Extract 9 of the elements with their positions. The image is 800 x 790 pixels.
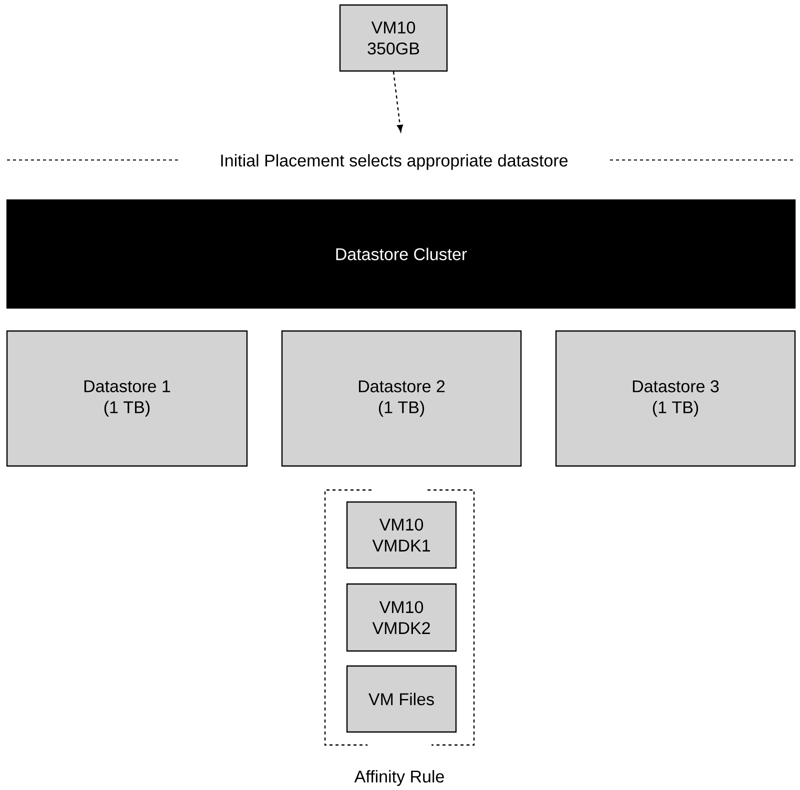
datastore-box: Datastore 2 (1 TB) xyxy=(281,330,522,467)
datastore-box: Datastore 3 (1 TB) xyxy=(555,330,796,467)
group-label: Affinity Rule xyxy=(354,770,444,786)
placement-band: Initial Placement selects appropriate datastore xyxy=(6,154,796,170)
arrow xyxy=(392,72,404,132)
datastore-box: Datastore 1 (1 TB) xyxy=(6,330,248,467)
file-box: VM Files xyxy=(346,665,457,733)
vm-box: VM10 350GB xyxy=(339,4,448,72)
cluster-bar: Datastore Cluster xyxy=(6,199,796,309)
